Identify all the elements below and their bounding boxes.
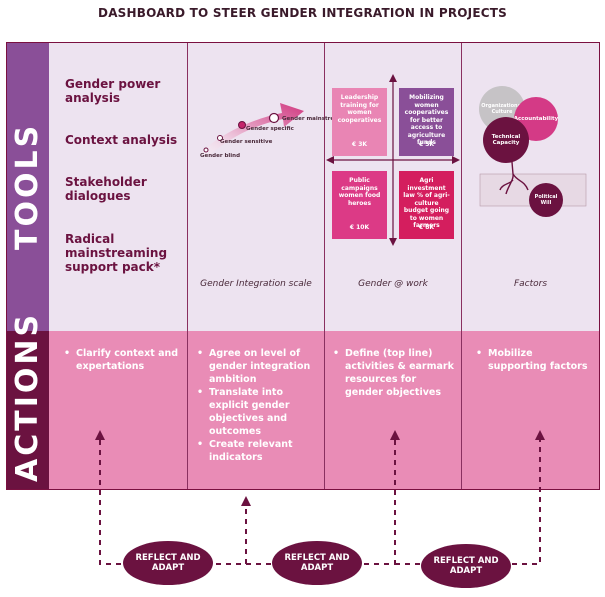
column-divider — [461, 43, 462, 489]
work-box-agri-law: Agri investment law % of agri-culture bu… — [399, 171, 454, 239]
actions-col-4: Mobilize supporting factors — [476, 347, 594, 373]
work-box-leadership: Leadership training for women cooperativ… — [332, 88, 387, 156]
action-item: Mobilize supporting factors — [476, 347, 594, 373]
factor-technical-capacity: Technical Capacity — [483, 117, 529, 163]
actions-band — [7, 331, 49, 489]
actions-col-3: Define (top line) activities & earmark r… — [333, 347, 455, 399]
gender-integration-scale-graphic — [200, 103, 304, 159]
gender-integration-scale-caption: Gender Integration scale — [200, 279, 312, 289]
gender-at-work-caption: Gender @ work — [358, 279, 428, 289]
work-box-campaigns: Public campaigns women food heroes € 10K — [332, 171, 387, 239]
gender-at-work-axes — [326, 74, 460, 246]
tools-band-label: TOOLS — [10, 122, 45, 250]
actions-col-2: Agree on level of gender integration amb… — [197, 347, 319, 464]
scale-dot-specific — [238, 121, 246, 129]
action-item: Define (top line) activities & earmark r… — [333, 347, 455, 399]
factors-caption: Factors — [513, 279, 548, 289]
work-box-amount: € 3K — [351, 140, 368, 148]
scale-dot-blind — [203, 147, 209, 153]
action-item: Translate into explicit gender objective… — [197, 386, 319, 438]
column-divider — [187, 43, 188, 489]
tool-stakeholder-dialogues: Stakeholder dialogues — [65, 175, 147, 203]
scale-label-sensitive: Gender sensitive — [220, 139, 273, 145]
reflect-adapt-loop — [95, 430, 545, 565]
page-title: DASHBOARD TO STEER GENDER INTEGRATION IN… — [98, 6, 507, 20]
action-item: Agree on level of gender integration amb… — [197, 347, 319, 386]
tool-gender-power-analysis: Gender power analysis — [65, 77, 161, 105]
reflect-adapt-node-1: REFLECT AND ADAPT — [123, 541, 213, 585]
scale-dot-sensitive — [217, 135, 223, 141]
scale-label-blind: Gender blind — [200, 153, 241, 159]
work-box-amount: € 8K — [418, 223, 435, 231]
column-divider — [324, 43, 325, 489]
actions-col-1: Clarify context and expertations — [64, 347, 182, 373]
tool-radical-mainstreaming-pack: Radical mainstreaming support pack* — [65, 232, 168, 274]
work-box-amount: € 10K — [349, 223, 370, 231]
work-box-amount: € 5K — [418, 140, 435, 148]
scale-dot-mainstreamed — [268, 112, 280, 124]
action-item: Clarify context and expertations — [64, 347, 182, 373]
reflect-adapt-node-3: REFLECT AND ADAPT — [421, 544, 511, 588]
scale-label-specific: Gender specific — [246, 126, 294, 132]
action-item: Create relevant indicators — [197, 438, 319, 464]
tool-context-analysis: Context analysis — [65, 133, 178, 147]
work-box-mobilizing: Mobilizing women cooperatives for better… — [399, 88, 454, 156]
tools-band — [7, 43, 49, 331]
dashboard-frame — [6, 42, 600, 490]
reflect-adapt-node-2: REFLECT AND ADAPT — [272, 541, 362, 585]
scale-label-mainstreamed: Gender mainstreamed — [282, 116, 352, 122]
factor-political-will: Political Will — [529, 183, 563, 217]
